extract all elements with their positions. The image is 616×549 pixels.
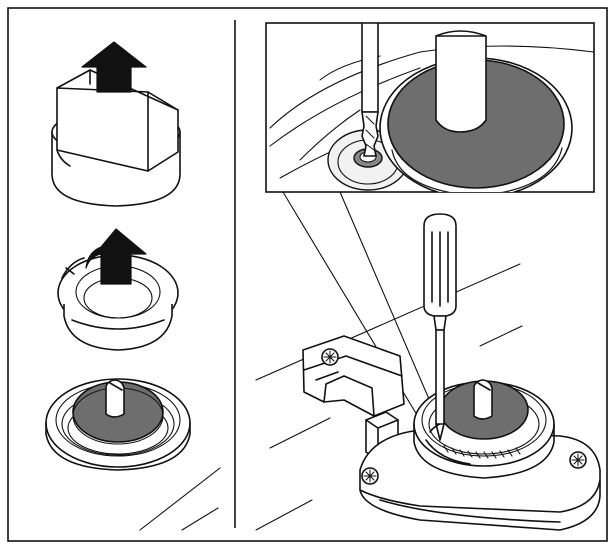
up-arrow-icon bbox=[81, 41, 147, 93]
step-3-exposed-seal bbox=[45, 378, 191, 471]
thread-marks bbox=[443, 445, 521, 459]
screwdriver-icon bbox=[423, 213, 457, 441]
detail-inset bbox=[265, 22, 595, 193]
torx-screw-icon bbox=[321, 348, 339, 366]
spindle-shaft bbox=[435, 35, 487, 133]
callout-leader-right bbox=[339, 191, 439, 421]
step-2-remove-ring bbox=[57, 228, 179, 351]
step-1-remove-knob bbox=[51, 41, 181, 207]
diagram-frame bbox=[7, 7, 608, 542]
surface-line bbox=[139, 467, 221, 531]
bezel-ring bbox=[63, 304, 173, 351]
torx-screw-icon bbox=[361, 467, 379, 485]
screwdriver-icon bbox=[361, 23, 379, 157]
housing-base bbox=[45, 422, 191, 471]
mounting-bracket bbox=[302, 335, 405, 417]
torx-screw-icon bbox=[569, 451, 587, 469]
spindle-shaft bbox=[473, 379, 493, 420]
up-arrow-icon bbox=[85, 228, 147, 285]
